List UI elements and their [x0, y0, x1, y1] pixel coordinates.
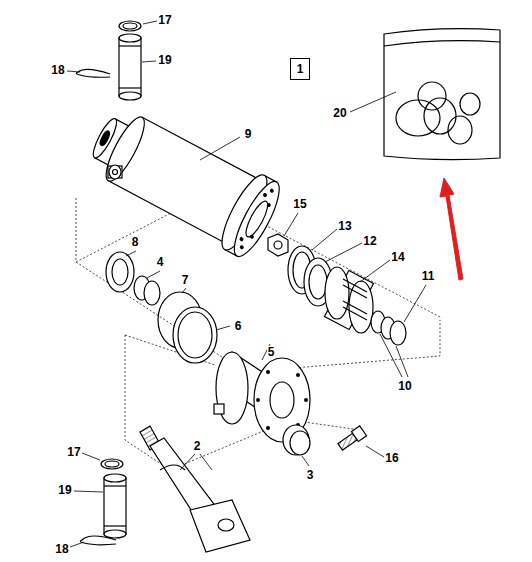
callout-number: 16 — [384, 452, 399, 465]
callout-number: 18 — [54, 543, 69, 556]
callout-number: 17 — [66, 446, 81, 459]
wiper-seal-inner — [112, 259, 128, 285]
callout-number: 2 — [193, 440, 202, 453]
callout-number: 14 — [390, 251, 405, 264]
port — [108, 165, 122, 179]
red-arrow — [440, 178, 463, 280]
reference-box: 1 — [290, 58, 310, 80]
cap-screw — [337, 426, 367, 452]
linch-pin — [76, 69, 110, 77]
seal-kit-bag — [384, 29, 500, 160]
seal — [144, 281, 160, 305]
callout-number: 12 — [362, 235, 377, 248]
backup-ring — [173, 307, 217, 363]
callout-number: 19 — [157, 54, 172, 67]
callout-number: 13 — [337, 220, 352, 233]
linch-pin — [80, 536, 116, 545]
callout-number: 17 — [157, 14, 172, 27]
retaining-ring-inner — [105, 461, 119, 467]
bushing — [283, 425, 310, 455]
callout-number: 7 — [181, 274, 190, 287]
callout-number: 19 — [57, 484, 72, 497]
leader-lines — [67, 21, 426, 547]
callout-number: 10 — [397, 380, 412, 393]
nut — [268, 234, 288, 256]
callout-number: 15 — [292, 198, 307, 211]
box-label: 1 — [297, 62, 304, 76]
backup-ring — [390, 321, 406, 345]
callout-number: 18 — [50, 64, 65, 77]
exploded-guides — [76, 180, 442, 470]
piston-rod — [140, 426, 250, 552]
callout-number: 6 — [234, 320, 243, 333]
retaining-ring-inner — [123, 23, 137, 29]
callout-number: 8 — [131, 236, 140, 249]
callout-number: 5 — [267, 346, 276, 359]
callout-number: 20 — [332, 107, 347, 120]
callout-number: 4 — [156, 256, 165, 269]
cylinder-barrel — [80, 98, 287, 261]
pin — [119, 34, 141, 100]
callout-number: 9 — [244, 128, 253, 141]
callout-number: 3 — [306, 469, 315, 482]
pin — [104, 474, 126, 538]
piston — [324, 267, 373, 333]
callout-number: 11 — [421, 270, 436, 283]
wiper-seal — [106, 252, 134, 292]
backup-ring-inner — [178, 312, 212, 358]
retaining-ring — [119, 21, 141, 31]
retaining-ring — [101, 459, 123, 469]
